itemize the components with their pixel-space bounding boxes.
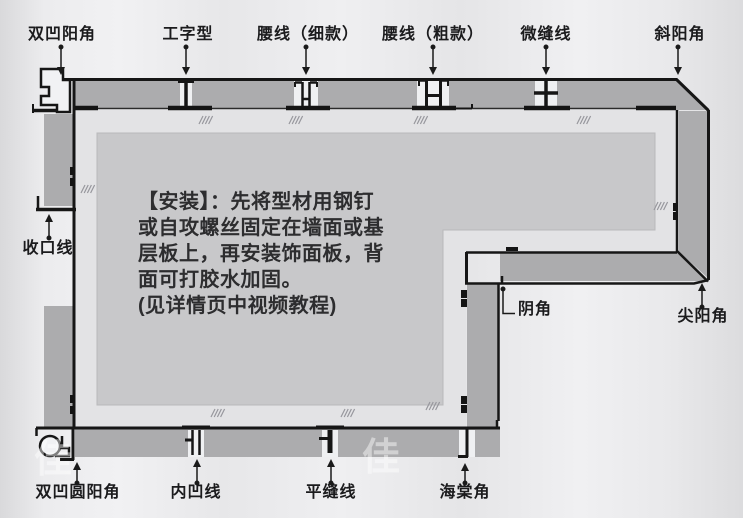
flat-seam-profile-icon	[316, 425, 344, 453]
install-note: 【安装】：先将型材用钢钉 或自攻螺丝固定在墙面或基 层板上，再安装饰面板，背 面…	[138, 189, 384, 319]
waistline-thick-profile-icon	[418, 79, 449, 106]
label-flat-seam-line: 平缝线	[305, 484, 357, 501]
profile-base-bars	[75, 104, 676, 111]
i-beam-profile-icon	[178, 80, 194, 107]
label-waistline-thick: 腰线（粗款）	[381, 26, 485, 43]
install-note-line: 或自攻螺丝固定在墙面或基	[138, 217, 384, 239]
label-end-cap: 收口线	[22, 240, 74, 257]
install-note-line: (见详情页中视频教程)	[138, 295, 337, 317]
label-waistline-thin: 腰线（细款）	[256, 26, 360, 43]
edge-clip-ticks	[70, 167, 678, 414]
label-sharp-outer-corner: 尖阳角	[677, 308, 729, 325]
label-i-beam: 工字型	[162, 26, 214, 43]
label-double-concave-round-corner: 双凹圆阳角	[35, 484, 121, 501]
install-note-line: 面可打胶水加固。	[138, 269, 302, 291]
label-inner-corner: 阴角	[518, 301, 553, 318]
bevel-corner-profile-icon	[674, 77, 710, 112]
leader-arrows	[45, 44, 706, 486]
double-concave-corner-profile-icon	[32, 67, 72, 114]
label-micro-seam: 微缝线	[520, 26, 572, 43]
label-bevel-outer-corner: 斜阳角	[654, 26, 706, 43]
wall-bands	[44, 80, 708, 457]
round-corner-profile-icon	[38, 428, 75, 461]
inner-concave-profile-icon	[182, 425, 210, 455]
label-inner-concave-line: 内凹线	[170, 484, 222, 501]
label-begonia-corner: 海棠角	[439, 484, 491, 501]
sharp-corner-profile-icon	[676, 250, 709, 283]
label-double-concave-outer-corner: 双凹阳角	[27, 26, 97, 43]
install-note-line: 层板上，再安装饰面板，背	[138, 243, 384, 265]
waistline-thin-profile-icon	[294, 81, 318, 106]
micro-seam-profile-icon	[534, 80, 558, 106]
hatch-marks	[80, 115, 669, 418]
begonia-corner-profile-icon	[458, 420, 499, 458]
panel-surface	[75, 110, 677, 427]
end-cap-profile-icon	[36, 196, 76, 212]
wall-outline	[35, 77, 710, 436]
install-note-line: 【安装】：先将型材用钢钉	[138, 191, 374, 213]
